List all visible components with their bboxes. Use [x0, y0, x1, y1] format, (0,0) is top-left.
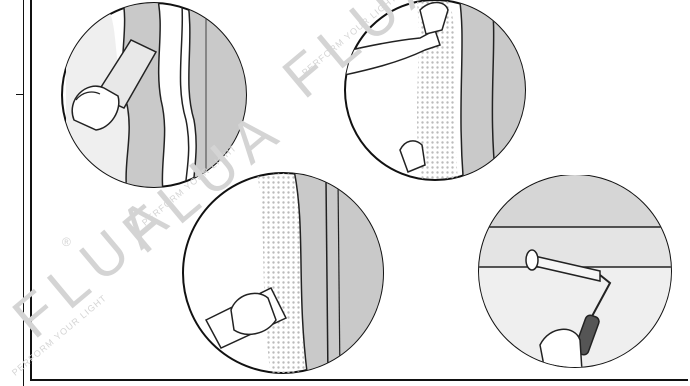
left-rule: [23, 0, 24, 386]
mesh-tape-step-icon: [330, 0, 540, 195]
trowel-step-icon: [176, 170, 390, 376]
left-tick: [16, 94, 24, 95]
paint-roller-step-icon: [470, 175, 680, 371]
